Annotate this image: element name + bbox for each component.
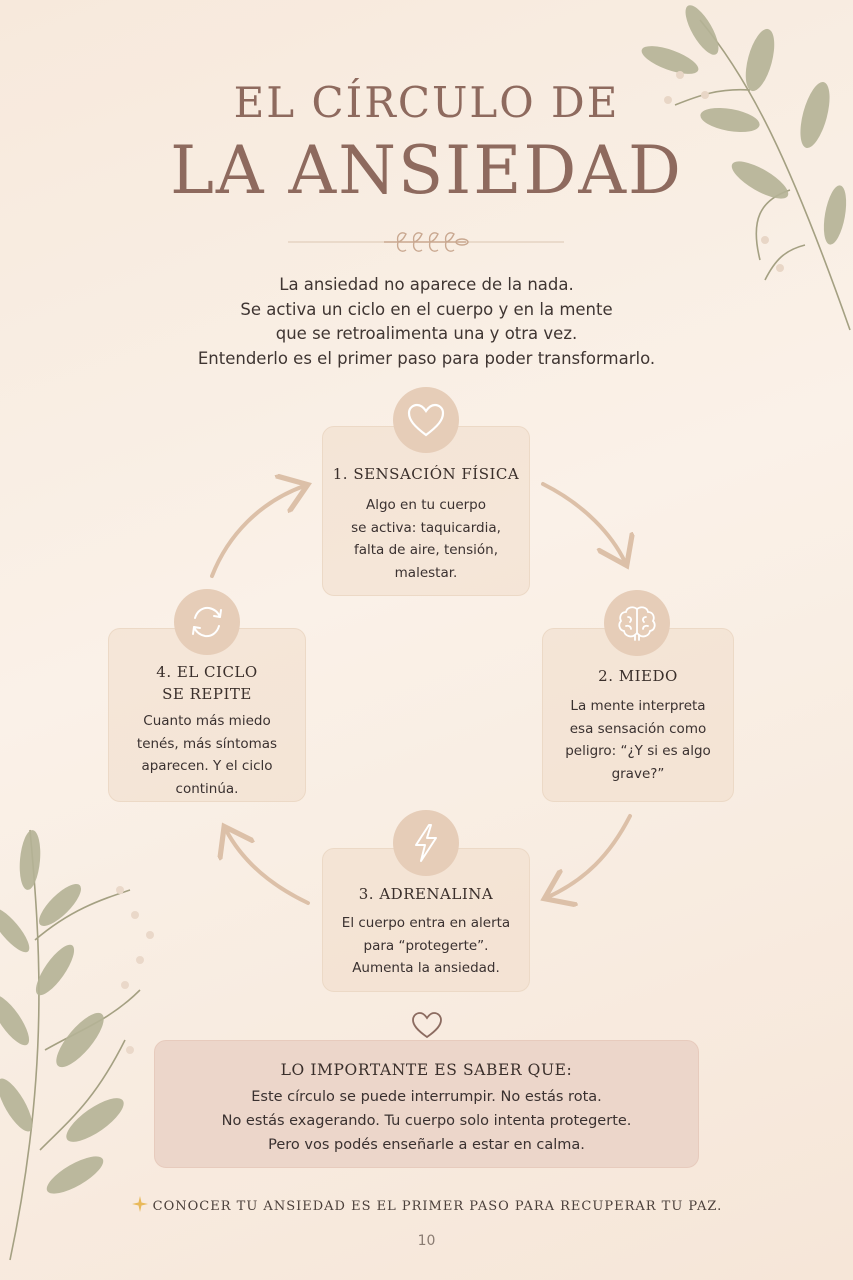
page-title-line-1: EL CÍRCULO DE [233, 78, 620, 127]
important-text: Este círculo se puede interrumpir. No es… [155, 1085, 698, 1157]
important-line: Pero vos podés enseñarle a estar en calm… [268, 1137, 585, 1153]
step-3-title: 3. ADRENALINA [358, 885, 494, 903]
intro-line: Entenderlo es el primer paso para poder … [197, 348, 656, 368]
intro-line: que se retroalimenta una y otra vez. [275, 324, 578, 343]
step-2-title: 2. MIEDO [598, 667, 678, 685]
intro-line: Se activa un ciclo en el cuerpo y en la … [240, 299, 613, 319]
step-3-text: El cuerpo entra en alerta para “proteger… [341, 915, 511, 976]
arrow-step3-to-step4 [226, 830, 310, 905]
important-line: Este círculo se puede interrumpir. No es… [251, 1089, 602, 1105]
step-4-title: 4. EL CICLO SE REPITE [156, 663, 258, 703]
cycle-icon [174, 589, 240, 655]
footer-text: CONOCER TU ANSIEDAD ES EL PRIMER PASO PA… [152, 1199, 723, 1214]
sparkle-icon [131, 1196, 148, 1212]
important-message-box: LO IMPORTANTE ES SABER QUE: Este círculo… [154, 1040, 699, 1168]
heart-icon [393, 387, 459, 453]
step-1-card: 1. SENSACIÓN FÍSICA Algo en tu cuerpo se… [322, 426, 530, 596]
step-1-title: 1. SENSACIÓN FÍSICA [332, 465, 520, 483]
arrow-step4-to-step1 [210, 486, 304, 578]
lightning-icon [393, 810, 459, 876]
page-title-line-2: LA ANSIEDAD [170, 132, 683, 209]
leaves-bottom-left-decoration [0, 829, 154, 1261]
important-line: No estás exagerando. Tu cuerpo solo inte… [221, 1113, 632, 1129]
step-2-text: La mente interpreta esa sensación como p… [565, 698, 711, 782]
important-title: LO IMPORTANTE ES SABER QUE: [280, 1061, 573, 1079]
footer-message: CONOCER TU ANSIEDAD ES EL PRIMER PASO PA… [0, 1195, 853, 1214]
arrow-step1-to-step2 [541, 482, 625, 562]
step-1-text: Algo en tu cuerpo se activa: taquicardia… [351, 497, 501, 581]
small-heart-icon [412, 1012, 442, 1039]
step-4-text: Cuanto más miedo tenés, más síntomas apa… [136, 713, 278, 797]
brain-icon [604, 590, 670, 656]
intro-line: La ansiedad no aparece de la nada. [279, 275, 574, 294]
intro-paragraph: La ansiedad no aparece de la nada. Se ac… [120, 273, 733, 371]
arrow-step2-to-step3 [548, 814, 632, 897]
laurel-divider-icon [288, 232, 564, 252]
step-4-card: 4. EL CICLO SE REPITE Cuanto más miedo t… [108, 628, 306, 802]
leaves-top-right-decoration [641, 5, 851, 331]
step-2-card: 2. MIEDO La mente interpreta esa sensaci… [542, 628, 734, 802]
page-number: 10 [417, 1233, 436, 1249]
